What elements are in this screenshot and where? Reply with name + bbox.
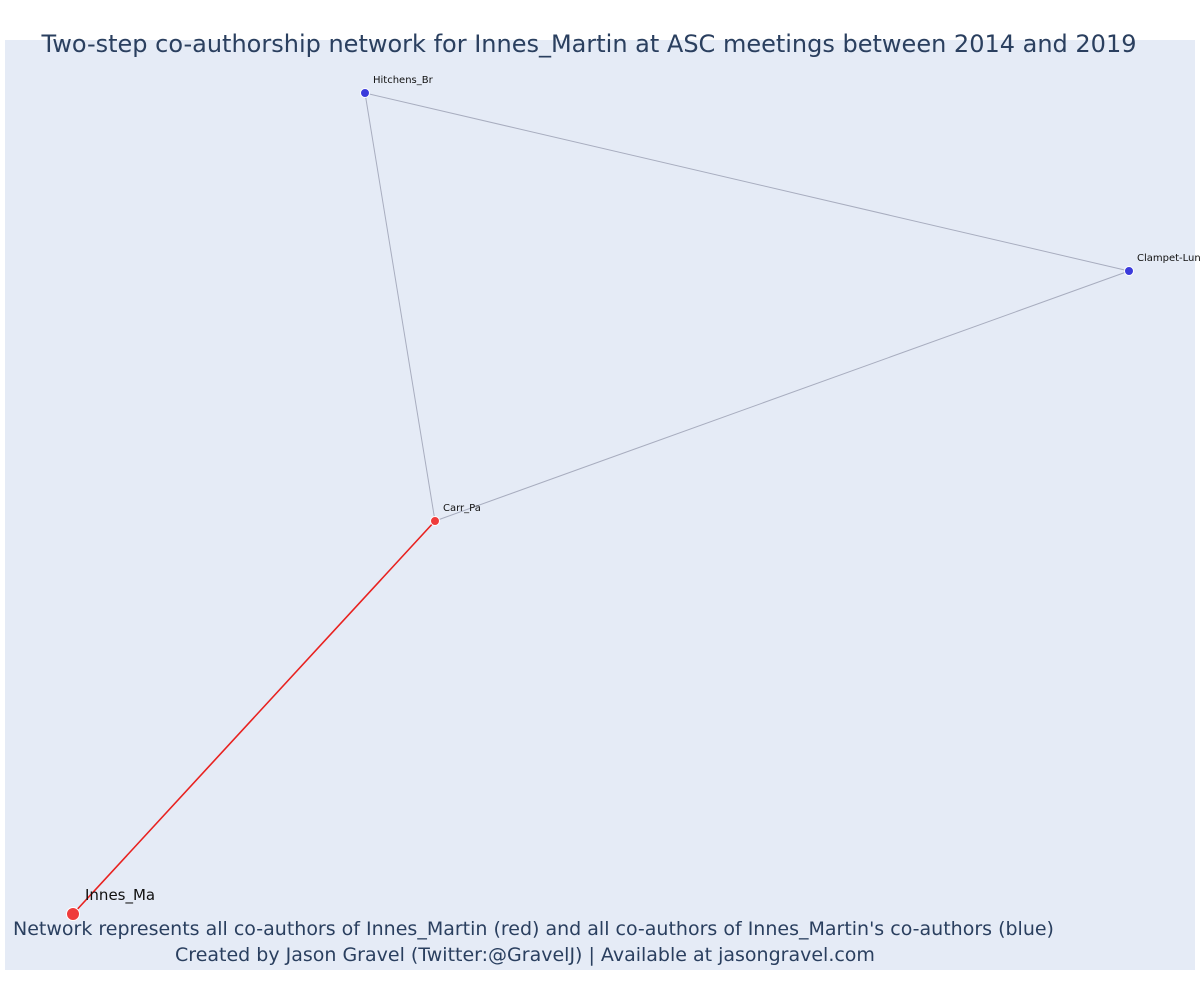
- node-label-hitchens: Hitchens_Br: [373, 75, 434, 86]
- node-carr[interactable]: [430, 516, 440, 526]
- node-hitchens[interactable]: [360, 88, 370, 98]
- chart-title: Two-step co-authorship network for Innes…: [41, 30, 1137, 58]
- node-label-clampet: Clampet-Lun: [1137, 253, 1200, 264]
- plot-area: [5, 40, 1195, 970]
- edge-innes-carr: [72, 520, 436, 915]
- node-label-carr: Carr_Pa: [443, 503, 481, 514]
- node-clampet[interactable]: [1124, 266, 1134, 276]
- credit-text: Created by Jason Gravel (Twitter:@Gravel…: [175, 944, 875, 966]
- node-innes[interactable]: [66, 907, 80, 921]
- edge-carr-clampet: [434, 270, 1130, 522]
- edge-hitchens-clampet: [364, 92, 1130, 272]
- node-label-innes: Innes_Ma: [85, 886, 155, 905]
- edge-carr-hitchens: [364, 92, 436, 522]
- caption-text: Network represents all co-authors of Inn…: [13, 918, 1054, 940]
